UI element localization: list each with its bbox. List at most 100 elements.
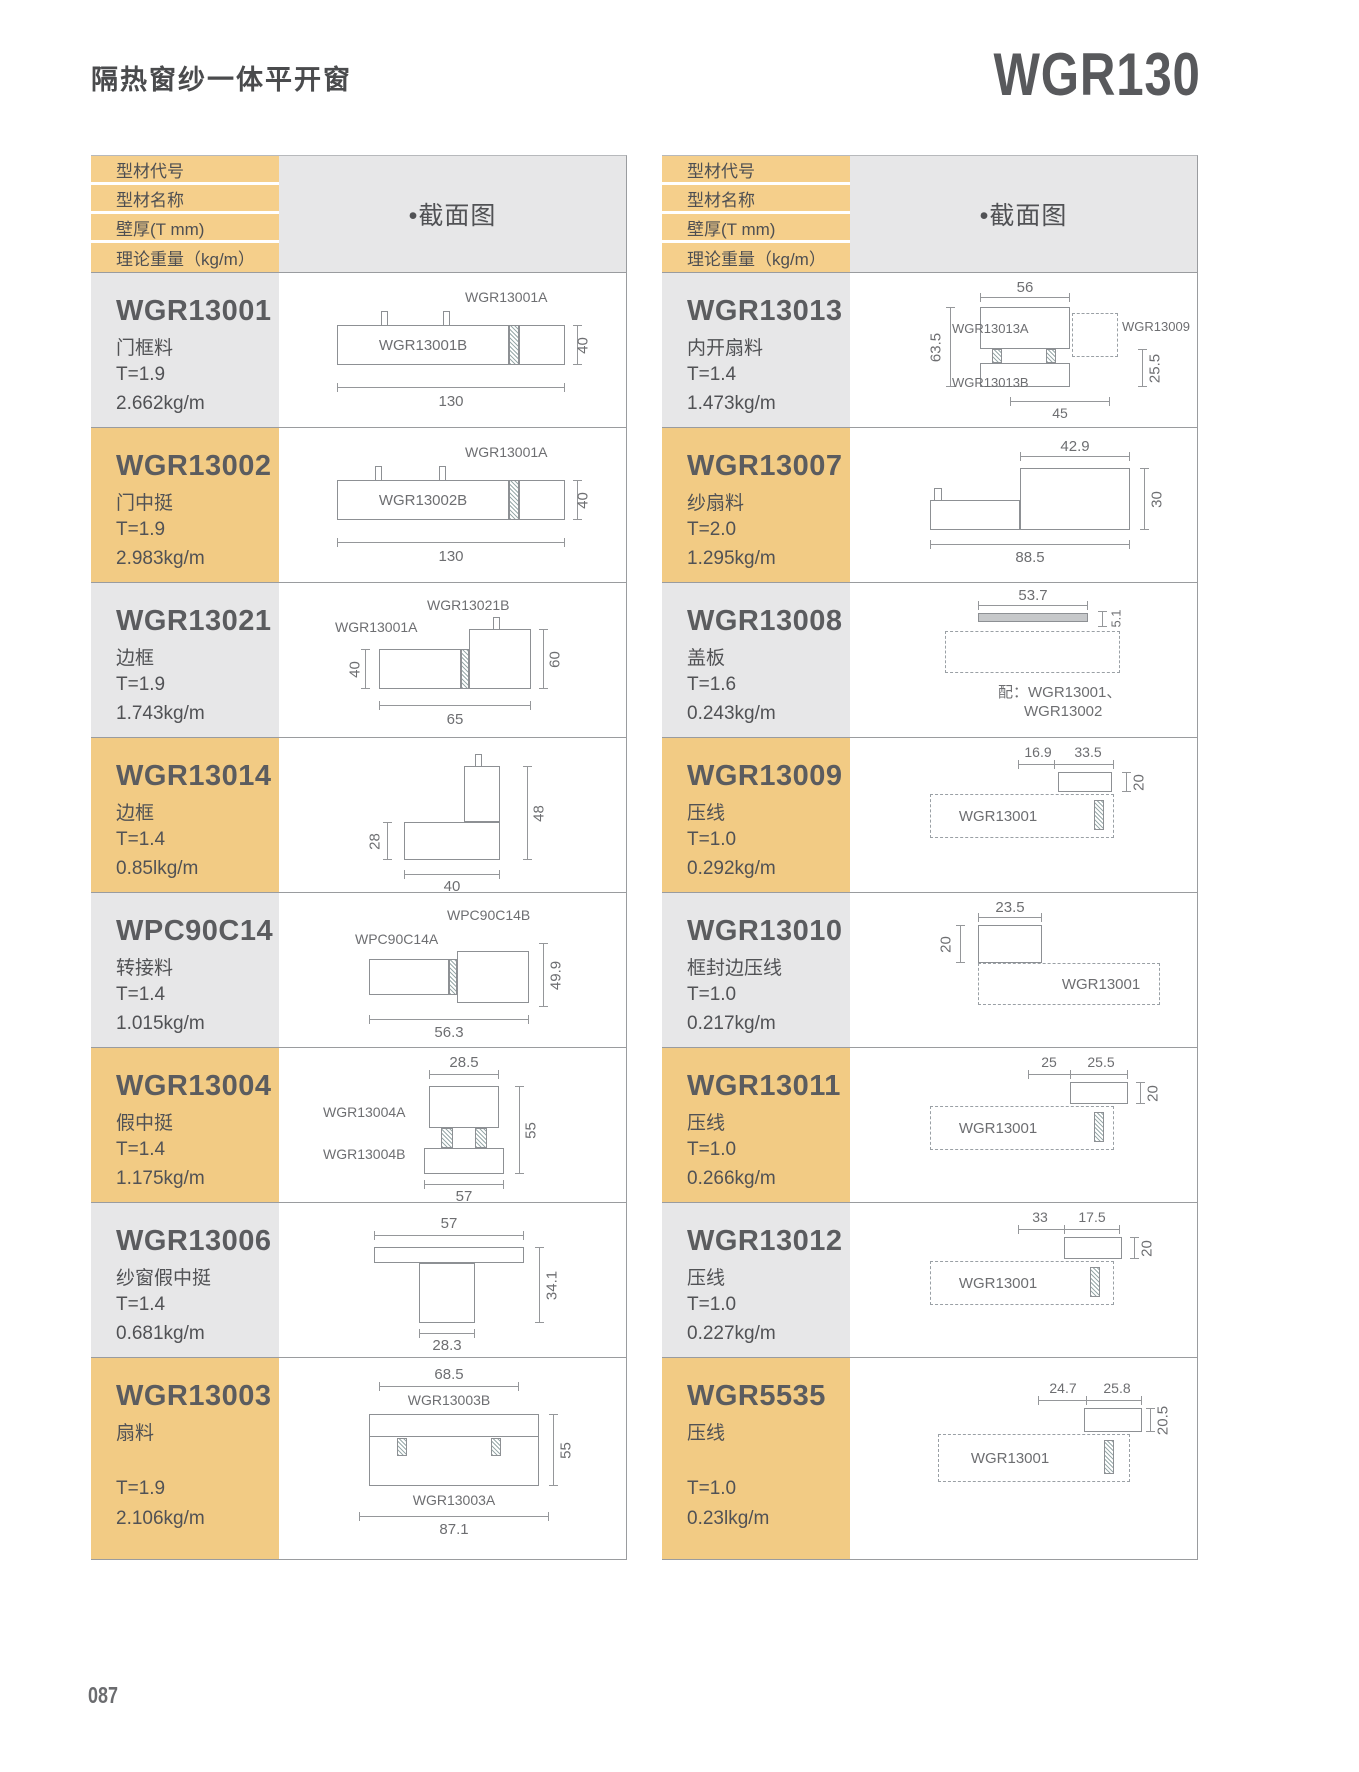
table-row: WGR13013 内开扇料 T=1.4 1.473kg/m 56 WGR1300…: [662, 272, 1197, 427]
dim-line-v: [361, 649, 370, 689]
profile-info-cell: WGR13013 内开扇料 T=1.4 1.473kg/m: [662, 273, 850, 427]
dim-label-vertical: 55: [522, 1122, 540, 1139]
dim-line-v: [1146, 1408, 1155, 1432]
dim-label: 57: [440, 1215, 458, 1232]
profile-outline: [1058, 772, 1112, 792]
profile-outline: [404, 822, 500, 860]
profile-outline-dashed: [930, 1106, 1114, 1150]
dim-label: 57: [455, 1188, 473, 1202]
profile-callout-label: WGR13003B: [407, 1392, 491, 1408]
profile-callout-label: WGR13001A: [465, 289, 548, 305]
wall-thickness: T=1.9: [116, 364, 166, 385]
profile-meta: T=1.9 2.106kg/m: [116, 1474, 271, 1533]
dim-line-v: [549, 1414, 558, 1486]
profile-outline: [519, 480, 565, 520]
profile-meta: T=2.0 1.295kg/m: [687, 515, 842, 574]
dim-label-vertical: 49.9: [547, 960, 565, 991]
dim-line-h: [1018, 1225, 1120, 1234]
profile-outline: [424, 1148, 504, 1174]
unit-weight: 0.292kg/m: [687, 858, 776, 880]
dim-line-v: [1140, 468, 1149, 530]
dim-label: 65: [446, 711, 464, 728]
profile-outline-dashed: [930, 1261, 1114, 1305]
dim-label-vertical: 34.1: [543, 1270, 561, 1301]
profile-info-cell: WGR13001 门框料 T=1.9 2.662kg/m: [91, 273, 279, 427]
table-row: WGR13008 盖板 T=1.6 0.243kg/m 53.7 5.1 配：W…: [662, 582, 1197, 737]
profile-meta: T=1.0 0.23lkg/m: [687, 1474, 842, 1533]
dim-label-vertical: 40: [574, 492, 592, 509]
profile-name: 边框: [116, 648, 155, 669]
profile-callout-label: WGR13021B: [427, 597, 510, 613]
dim-line-v: [535, 1247, 544, 1323]
profile-callout-label: WGR13009: [1122, 319, 1190, 334]
dim-label-vertical: 20: [1144, 1085, 1162, 1102]
dim-line-h: [1020, 452, 1130, 461]
dim-tick: [1064, 1225, 1065, 1234]
dim-line-h: [337, 383, 565, 392]
dim-label: 28.3: [432, 1337, 462, 1354]
profile-outline: [1070, 1082, 1128, 1104]
profile-name: 压线: [687, 1113, 726, 1134]
wall-thickness: T=1.0: [687, 1294, 737, 1315]
profile-info-cell: WPC90C14 转接料 T=1.4 1.015kg/m: [91, 893, 279, 1047]
table-row: WGR13012 压线 T=1.0 0.227kg/m 33 17.5 WGR1…: [662, 1202, 1197, 1357]
dim-line-v: [1136, 1082, 1145, 1104]
insulation-bar: [992, 349, 1002, 363]
profile-callout-label: WGR13013A: [952, 321, 1029, 336]
profile-info-cell: WGR13011 压线 T=1.0 0.266kg/m: [662, 1048, 850, 1202]
profile-meta: T=1.9 2.662kg/m: [116, 360, 271, 419]
profile-outline: [469, 629, 531, 689]
bullet-icon: •: [408, 202, 419, 230]
profile-meta: T=1.0 0.266kg/m: [687, 1135, 842, 1194]
unit-weight: 2.106kg/m: [116, 1507, 205, 1529]
header-row: 型材名称: [662, 185, 850, 214]
unit-weight: 1.175kg/m: [116, 1168, 205, 1190]
dim-line-h: [978, 601, 1088, 610]
profile-name: 转接料: [116, 958, 174, 979]
profile-name: 假中挺: [116, 1113, 174, 1134]
profile-outline: [379, 649, 461, 689]
profile-outline: [1020, 468, 1130, 530]
dim-label-vertical: 55: [557, 1442, 575, 1459]
profile-outline: [369, 1414, 539, 1486]
insulation-bar: [461, 649, 469, 689]
profile-name: 门中挺: [116, 493, 174, 514]
profile-callout-label: WGR13004B: [323, 1146, 406, 1162]
profile-meta: T=1.0 0.292kg/m: [687, 825, 842, 884]
dim-label-vertical: 20: [937, 936, 955, 953]
dim-line-h: [1028, 1070, 1128, 1079]
wall-thickness: T=1.0: [687, 829, 737, 850]
profile-code: WGR13021: [116, 605, 272, 637]
page-title: 隔热窗纱一体平开窗: [91, 65, 352, 95]
profile-outline: [978, 613, 1088, 622]
dim-label: 16.9: [1024, 744, 1052, 760]
dim-label: 25.5: [1087, 1054, 1115, 1070]
dim-line-v: [515, 1086, 524, 1174]
profile-name: 纱窗假中挺: [116, 1268, 212, 1289]
dim-line-h: [980, 293, 1070, 302]
section-diagram: 57 34.1 28.3: [279, 1203, 626, 1357]
profile-meta: T=1.4 1.175kg/m: [116, 1135, 271, 1194]
insulation-bar: [397, 1438, 407, 1456]
dim-line-h: [424, 1180, 504, 1189]
dim-line-h: [337, 538, 565, 547]
section-diagram: 28.5 WGR13004A WGR13004B 55 57: [279, 1048, 626, 1202]
dim-line-h: [369, 1015, 529, 1024]
table-row: WGR5535 压线 T=1.0 0.23lkg/m 24.7 25.8 WGR…: [662, 1357, 1197, 1559]
profile-info-cell: WGR13021 边框 T=1.9 1.743kg/m: [91, 583, 279, 737]
dim-label: 40: [443, 878, 461, 892]
dim-label: 33: [1032, 1209, 1048, 1225]
section-diagram: 53.7 5.1 配：WGR13001、 WGR13002: [850, 583, 1197, 737]
table-row: WGR13001 门框料 T=1.9 2.662kg/m WGR13001A W…: [91, 272, 626, 427]
profile-outline: [1064, 1237, 1122, 1259]
insulation-bar: [1104, 1440, 1114, 1474]
dim-line-v: [1138, 349, 1147, 387]
profile-table-right: 型材代号 型材名称 壁厚(T mm) 理论重量（kg/m） •截面图 WGR13…: [662, 155, 1198, 1560]
profile-code: WGR13008: [687, 605, 843, 637]
dim-tick: [1070, 1070, 1071, 1079]
profile-code: WGR13002: [116, 450, 272, 482]
dim-label-vertical: 20.5: [1154, 1405, 1172, 1436]
profile-name: 压线: [687, 803, 726, 824]
section-diagram: 68.5 WGR13003B 55 WGR13003A 87.1: [279, 1358, 626, 1559]
dim-line-v: [1098, 611, 1107, 627]
